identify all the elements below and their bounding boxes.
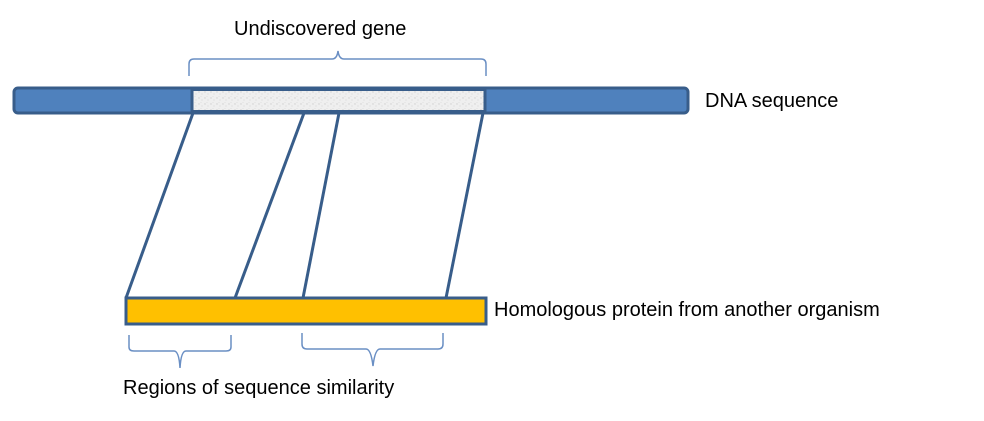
gene-brace (188, 50, 487, 76)
similarity-brace-2 (301, 333, 444, 367)
similarity-regions-label: Regions of sequence similarity (123, 377, 395, 399)
connector-line (444, 112, 485, 299)
homologous-protein-label: Homologous protein from another organism (494, 299, 880, 321)
connector-line (301, 112, 341, 299)
dna-sequence-label: DNA sequence (705, 90, 839, 112)
connector-line (124, 112, 195, 299)
similarity-brace-1 (128, 335, 232, 369)
gene-region (190, 88, 487, 113)
protein-bar (124, 296, 488, 326)
connector-line (233, 112, 306, 299)
undiscovered-gene-label: Undiscovered gene (234, 18, 407, 40)
